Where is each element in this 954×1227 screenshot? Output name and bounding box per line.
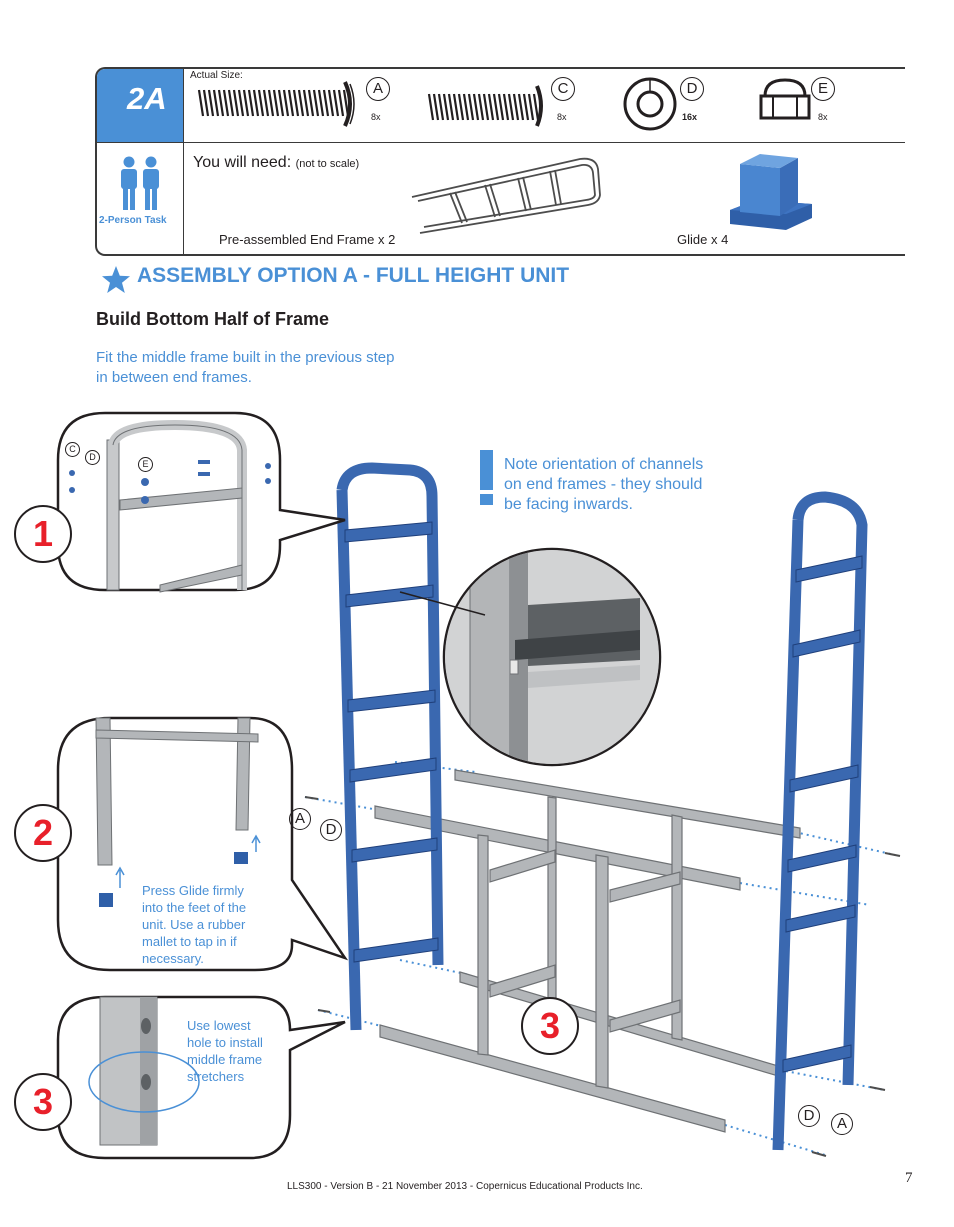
bolt-a-icon	[197, 81, 355, 127]
section-heading: ASSEMBLY OPTION A - FULL HEIGHT UNIT	[137, 264, 570, 287]
note-line: on end frames - they should	[504, 476, 703, 493]
panel-divider	[183, 69, 184, 254]
end-frame-label: Pre-assembled End Frame x 2	[219, 232, 396, 247]
part-a-qty: 8x	[371, 112, 381, 122]
sub-heading: Build Bottom Half of Frame	[96, 309, 329, 329]
instruction-line: hole to install	[187, 1035, 263, 1050]
step-tab: 2A	[97, 69, 183, 142]
not-to-scale-label: (not to scale)	[295, 158, 360, 170]
instruction-line: stretchers	[187, 1069, 245, 1084]
intro-line: Fit the middle frame built in the previo…	[96, 349, 395, 366]
footer-text: LLS300 - Version B - 21 November 2013 - …	[287, 1181, 643, 1192]
star-icon	[102, 266, 130, 293]
washer-d-icon	[623, 77, 677, 131]
diagram-letter-d-right: D	[798, 1105, 820, 1127]
note-line: Note orientation of channels	[504, 456, 704, 473]
you-will-need-row: You will need: (not to scale)	[193, 154, 359, 172]
part-e-letter: E	[811, 77, 835, 101]
instruction-line: necessary.	[142, 951, 204, 966]
diagram-letter-d-left: D	[320, 819, 342, 841]
glide-label: Glide x 4	[677, 232, 729, 247]
step-number-3-callout: 3	[14, 1073, 72, 1131]
part-d-qty: 16x	[682, 112, 698, 122]
note-line: be facing inwards.	[504, 496, 633, 513]
callout1-letter-c: C	[65, 442, 80, 457]
glide-instructions: Press Glide firmly into the feet of the …	[142, 882, 246, 967]
step-number-3-diagram: 3	[521, 997, 579, 1055]
end-frame-sketch	[411, 157, 601, 234]
part-c-qty: 8x	[557, 112, 567, 122]
panel-row-divider	[97, 142, 905, 143]
instruction-line: into the feet of the	[142, 900, 247, 915]
step-number-1: 1	[14, 505, 72, 563]
callout1-letter-e: E	[138, 457, 153, 472]
hole-instructions: Use lowest hole to install middle frame …	[187, 1017, 263, 1085]
part-e-qty: 8x	[818, 112, 828, 122]
part-c-letter: C	[551, 77, 575, 101]
callout1-letter-d: D	[85, 450, 100, 465]
bolt-c-icon	[427, 85, 543, 127]
nut-e-icon	[759, 78, 811, 120]
diagram-letter-a-left: A	[289, 808, 311, 830]
instruction-line: middle frame	[187, 1052, 263, 1067]
diagram-letter-a-right: A	[831, 1113, 853, 1135]
you-will-need-label: You will need:	[193, 154, 292, 171]
part-a-letter: A	[366, 77, 390, 101]
instruction-line: unit. Use a rubber	[142, 917, 246, 932]
hardware-panel: 2A	[95, 67, 905, 256]
step-label: 2A	[127, 81, 167, 116]
page-number: 7	[905, 1170, 913, 1186]
instruction-line: Use lowest	[187, 1018, 251, 1033]
two-person-icon	[121, 156, 159, 210]
glide-icon	[730, 154, 812, 230]
intro-text: Fit the middle frame built in the previo…	[96, 348, 394, 388]
instruction-line: mallet to tap in if	[142, 934, 237, 949]
intro-line: in between end frames.	[96, 369, 252, 386]
orientation-note: Note orientation of channels on end fram…	[504, 455, 703, 515]
step-number-2: 2	[14, 804, 72, 862]
instruction-line: Press Glide firmly	[142, 883, 244, 898]
actual-size-label: Actual Size:	[190, 70, 243, 81]
person-task-label: 2-Person Task	[99, 215, 167, 226]
part-d-letter: D	[680, 77, 704, 101]
